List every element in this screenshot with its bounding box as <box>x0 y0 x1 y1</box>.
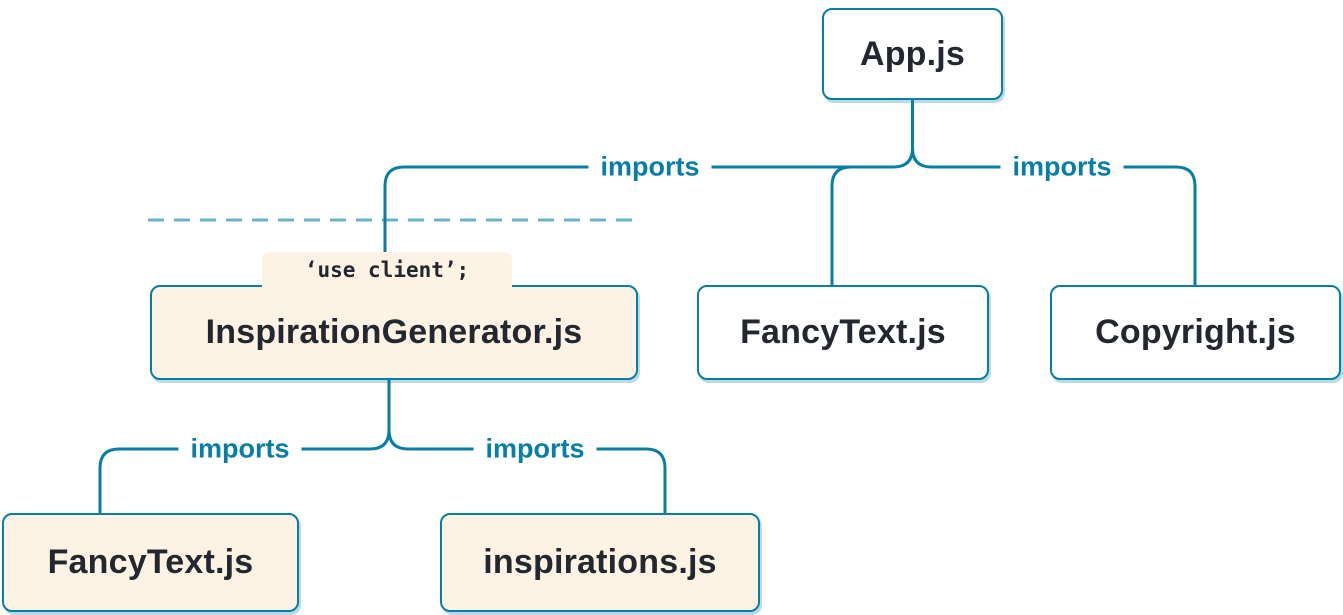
edge-label-imports-top-left: imports <box>588 151 712 183</box>
node-app-label: App.js <box>859 34 966 73</box>
edge-label-imports-bottom-right: imports <box>473 433 597 465</box>
node-copyright-label: Copyright.js <box>1095 313 1296 351</box>
node-fancytext-bottom: FancyText.js <box>2 513 299 612</box>
edge-label-imports-bottom-left: imports <box>178 433 302 465</box>
node-fancytext-bottom-label: FancyText.js <box>47 543 254 581</box>
node-inspirations: inspirations.js <box>440 513 760 612</box>
node-inspirations-label: inspirations.js <box>483 543 717 581</box>
use-client-directive-label: ‘use client’; <box>262 252 512 287</box>
node-fancytext-top-label: FancyText.js <box>740 313 946 351</box>
node-copyright: Copyright.js <box>1050 285 1341 380</box>
edge-label-imports-top-right: imports <box>1000 151 1124 183</box>
node-inspiration-generator-label: InspirationGenerator.js <box>205 313 583 351</box>
node-inspiration-generator: InspirationGenerator.js <box>150 285 638 380</box>
edge-app-to-fancytext <box>830 165 852 290</box>
node-app: App.js <box>822 8 1003 100</box>
node-fancytext-top: FancyText.js <box>697 285 989 380</box>
